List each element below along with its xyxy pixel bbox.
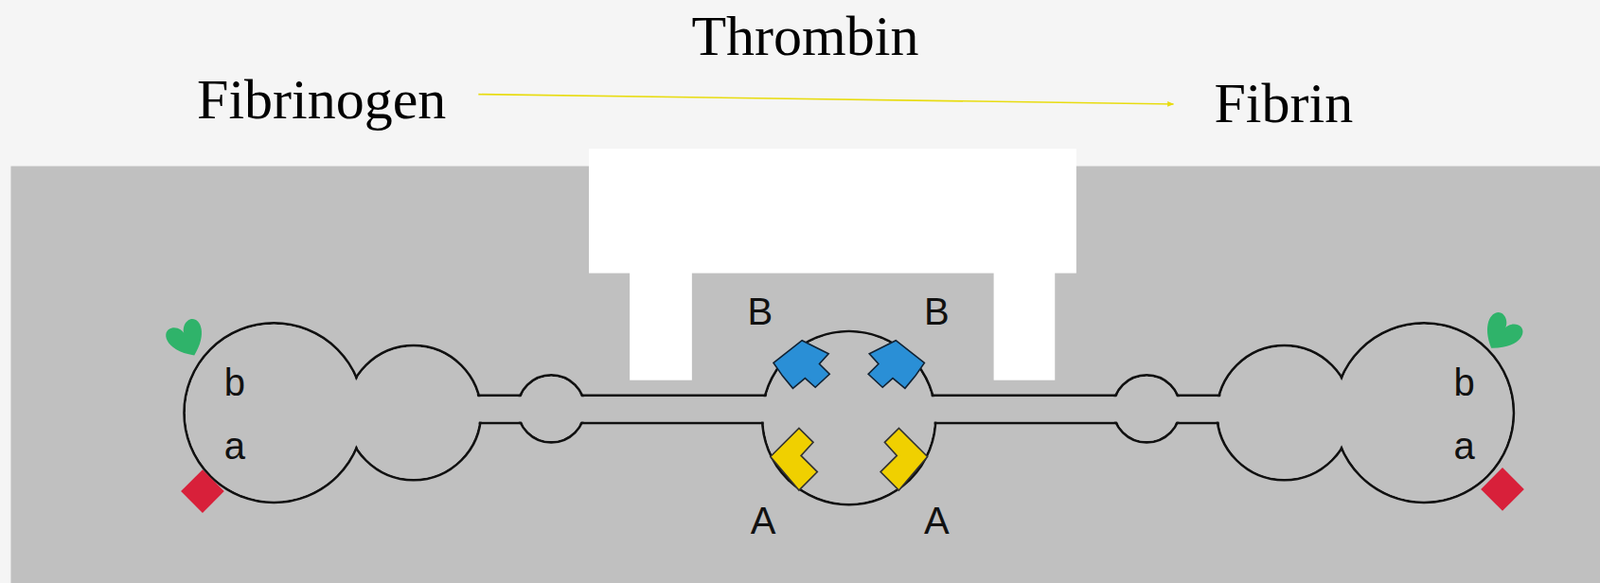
b-pocket <box>1475 309 1526 359</box>
rod-fill <box>576 396 776 422</box>
a-pocket <box>1480 467 1525 512</box>
chain-letter: A <box>924 499 950 542</box>
chain-letter: a <box>1454 425 1476 467</box>
rod-fill <box>464 396 527 422</box>
term-node: Fibrin <box>1173 71 1353 137</box>
chain-letter: A <box>750 499 777 542</box>
enzyme-label: Thrombin <box>691 3 919 70</box>
b-pocket <box>162 316 211 363</box>
e-domain-fill <box>764 332 935 503</box>
chain-letter: a <box>224 425 246 467</box>
chain-letter: b <box>224 361 246 404</box>
chain-letter: B <box>747 290 774 333</box>
node-fill <box>518 376 584 442</box>
reaction-arrow <box>478 94 1174 105</box>
b-knob <box>773 340 830 390</box>
coiled-coil-rod <box>576 395 776 424</box>
lobe-fill <box>347 346 480 479</box>
binding-sites <box>770 340 830 491</box>
coil-node <box>517 374 586 443</box>
term-text: Fibrinogen <box>196 67 446 133</box>
a-pocket <box>180 469 225 514</box>
lobe-fill <box>185 324 363 502</box>
binding-sites <box>868 340 927 491</box>
term-node: Fibrinogen <box>196 67 479 133</box>
white-tab <box>629 270 693 380</box>
white-tab <box>994 270 1056 380</box>
term-text: Fibrin <box>1213 71 1353 137</box>
d-domain-lobe <box>184 322 365 503</box>
chain-letter: b <box>1454 361 1476 404</box>
chain-letter: B <box>924 290 950 333</box>
e-domain <box>762 331 936 505</box>
a-knob <box>770 427 818 491</box>
d-domain-lobe <box>346 345 481 480</box>
white-mask <box>588 148 1077 273</box>
coiled-coil-rod <box>464 395 527 424</box>
